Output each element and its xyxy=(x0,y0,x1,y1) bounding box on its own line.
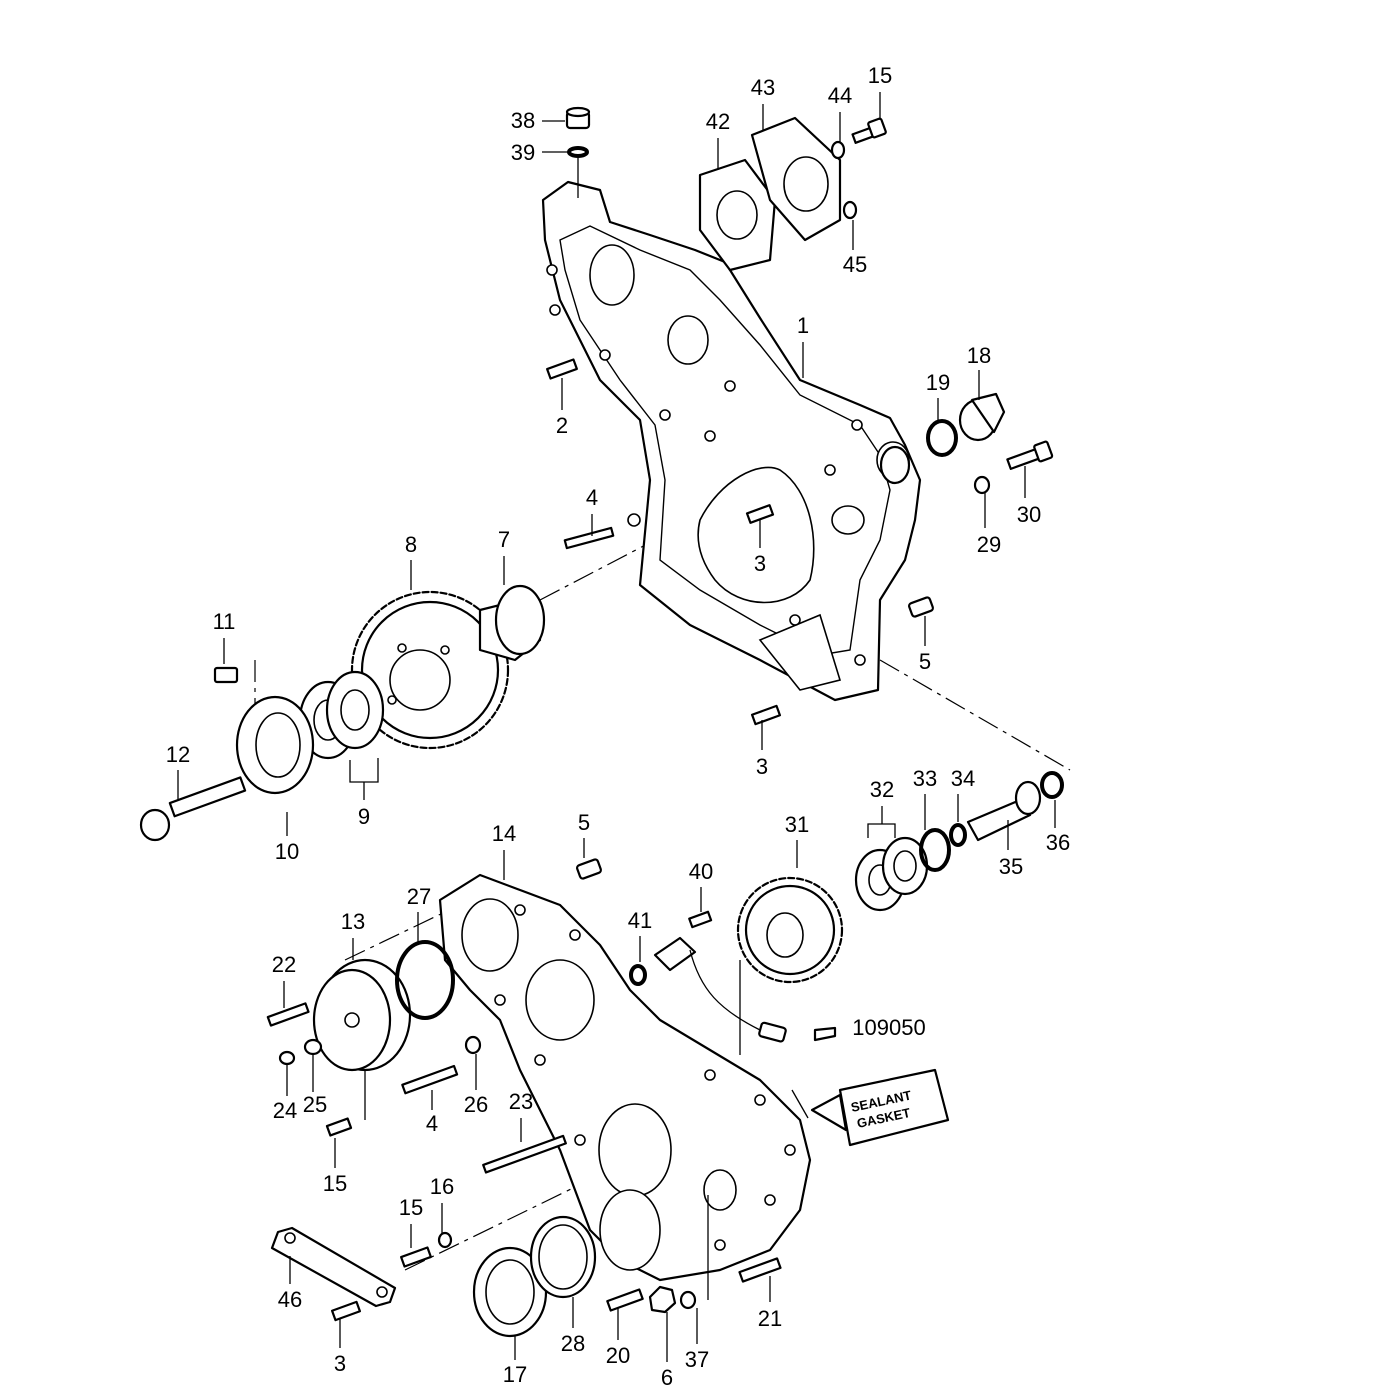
callout-l30: 30 xyxy=(1017,502,1041,527)
timing-case-housing xyxy=(541,180,922,702)
callout-l31: 31 xyxy=(785,812,809,837)
o-ring-36 xyxy=(1040,771,1064,799)
shaft-35 xyxy=(966,780,1042,842)
bearing-32 xyxy=(854,836,929,912)
callout-l33: 33 xyxy=(913,766,937,791)
callout-l25: 25 xyxy=(303,1092,327,1117)
callout-l32: 32 xyxy=(870,777,894,802)
cover-gasket xyxy=(698,158,777,272)
washers-upper xyxy=(830,140,991,495)
plug-18 xyxy=(958,392,1006,442)
callout-l36: 36 xyxy=(1046,830,1070,855)
callout-l24: 24 xyxy=(273,1098,297,1123)
front-timing-cover xyxy=(438,873,812,1282)
callout-l12: 12 xyxy=(166,742,190,767)
callout-l41: 41 xyxy=(628,908,652,933)
callout-l8: 8 xyxy=(405,532,417,557)
callout-l5a: 5 xyxy=(919,649,931,674)
callout-l6: 6 xyxy=(661,1365,673,1390)
callout-l34: 34 xyxy=(951,766,975,791)
seal-17 xyxy=(472,1246,548,1338)
callout-l37: 37 xyxy=(685,1347,709,1372)
callout-l19: 19 xyxy=(926,370,950,395)
callout-l7: 7 xyxy=(498,527,510,552)
callout-l4b: 4 xyxy=(426,1111,438,1136)
callout-l39: 39 xyxy=(511,140,535,165)
o-ring-19 xyxy=(926,419,958,457)
bolt-12 xyxy=(139,776,247,842)
callout-l17: 17 xyxy=(503,1362,527,1387)
callout-l1: 1 xyxy=(797,313,809,338)
circlip-33 xyxy=(919,828,951,872)
top-plug xyxy=(565,106,591,130)
callout-l38: 38 xyxy=(511,108,535,133)
bracket-46 xyxy=(270,1226,397,1308)
callout-l11: 11 xyxy=(213,609,236,634)
callout-l5b: 5 xyxy=(578,810,590,835)
gear-31 xyxy=(736,876,844,984)
callout-l3c: 3 xyxy=(334,1351,346,1376)
callout-l27: 27 xyxy=(407,884,431,909)
callout-l18: 18 xyxy=(967,343,991,368)
callout-l15c: 15 xyxy=(399,1195,423,1220)
housing-threaded-boss xyxy=(879,445,911,485)
seal-28 xyxy=(529,1215,597,1299)
bolt-11 xyxy=(213,666,239,684)
callout-l42: 42 xyxy=(706,109,730,134)
callout-l43: 43 xyxy=(751,75,775,100)
retainer-10 xyxy=(235,695,315,795)
callout-l10: 10 xyxy=(275,839,299,864)
callout-l40: 40 xyxy=(689,859,713,884)
o-ring-27 xyxy=(395,940,455,1020)
leader-lines xyxy=(177,92,1056,1362)
callout-l46: 46 xyxy=(278,1287,302,1312)
washers-lower xyxy=(278,1035,697,1314)
callout-l2: 2 xyxy=(556,413,568,438)
top-plug-washer xyxy=(567,146,589,158)
o-ring-41 xyxy=(629,964,647,986)
callout-l3b: 3 xyxy=(756,754,768,779)
callout-l15a: 15 xyxy=(868,63,892,88)
callout-l26: 26 xyxy=(464,1092,488,1117)
callout-l13: 13 xyxy=(341,909,365,934)
callout-lref: 109050 xyxy=(852,1015,925,1040)
callout-l28: 28 xyxy=(561,1331,585,1356)
callout-labels: 1233344556789101112131415151516171819202… xyxy=(166,63,1070,1390)
callout-l4a: 4 xyxy=(586,485,598,510)
callout-l20: 20 xyxy=(606,1343,630,1368)
o-ring-34 xyxy=(949,823,967,847)
callout-l15b: 15 xyxy=(323,1171,347,1196)
sealant-tube: SEALANT GASKET xyxy=(791,1068,950,1147)
callout-l14: 14 xyxy=(492,821,516,846)
dowel-5-lower xyxy=(576,858,602,880)
bolts-upper xyxy=(546,117,1054,726)
callout-l21: 21 xyxy=(758,1306,782,1331)
speed-sensor-40 xyxy=(653,936,837,1043)
callout-l23: 23 xyxy=(509,1089,533,1114)
cover-plate xyxy=(750,116,842,242)
callout-l29: 29 xyxy=(977,532,1001,557)
dowel-5-upper xyxy=(908,596,934,618)
callout-l16: 16 xyxy=(430,1174,454,1199)
callout-l3a: 3 xyxy=(754,551,766,576)
callout-l44: 44 xyxy=(828,83,852,108)
callout-l35: 35 xyxy=(999,854,1023,879)
callout-l22: 22 xyxy=(272,952,296,977)
callout-l45: 45 xyxy=(843,252,867,277)
idler-gear-8 xyxy=(350,590,510,750)
idler-hub-7 xyxy=(478,584,546,662)
bolts-lower xyxy=(266,910,782,1322)
callout-l9: 9 xyxy=(358,804,370,829)
pump-flange-13 xyxy=(312,958,412,1072)
